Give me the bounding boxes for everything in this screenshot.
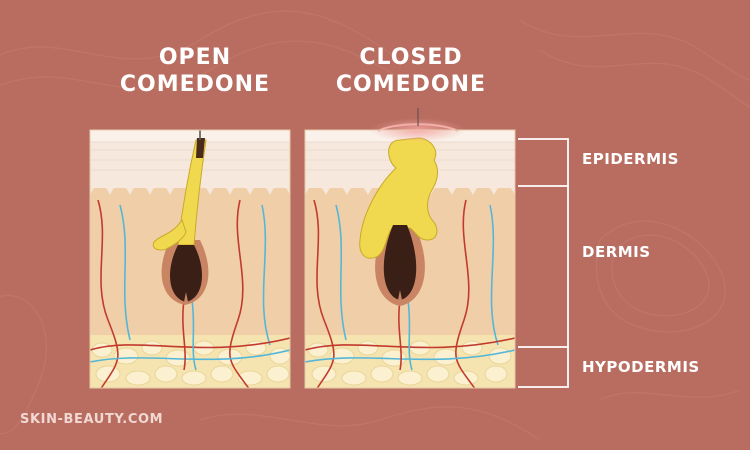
blackhead-plug — [196, 138, 205, 158]
fat-cells — [307, 340, 512, 386]
closed-comedone-skin-block — [305, 130, 515, 388]
hypodermis-label: HYPODERMIS — [582, 358, 700, 376]
open-comedone-skin-block — [90, 130, 290, 388]
closed-comedone-title: CLOSED COMEDONE — [311, 44, 511, 98]
blood-vessels — [90, 199, 290, 388]
layer-brackets — [518, 138, 569, 388]
open-comedone-title: OPEN COMEDONE — [95, 44, 295, 98]
open-title-line1: OPEN — [158, 45, 232, 70]
epidermis-bracket — [518, 138, 569, 187]
hair-follicle — [170, 245, 202, 302]
site-watermark: SKIN-BEAUTY.COM — [20, 412, 164, 427]
background-texture — [0, 10, 750, 441]
whitehead-sebum-plug — [359, 137, 439, 259]
epidermis-label: EPIDERMIS — [582, 150, 679, 168]
sebaceous-gland — [152, 218, 187, 251]
hypodermis-bracket — [518, 346, 569, 388]
hair-follicle — [383, 225, 417, 300]
dermis-label: DERMIS — [582, 243, 651, 261]
stratum-corneum — [90, 130, 290, 142]
closed-title-line1: CLOSED — [359, 45, 463, 70]
closed-title-line2: COMEDONE — [335, 72, 487, 97]
open-title-line2: COMEDONE — [119, 72, 271, 97]
blood-vessels — [305, 199, 515, 388]
